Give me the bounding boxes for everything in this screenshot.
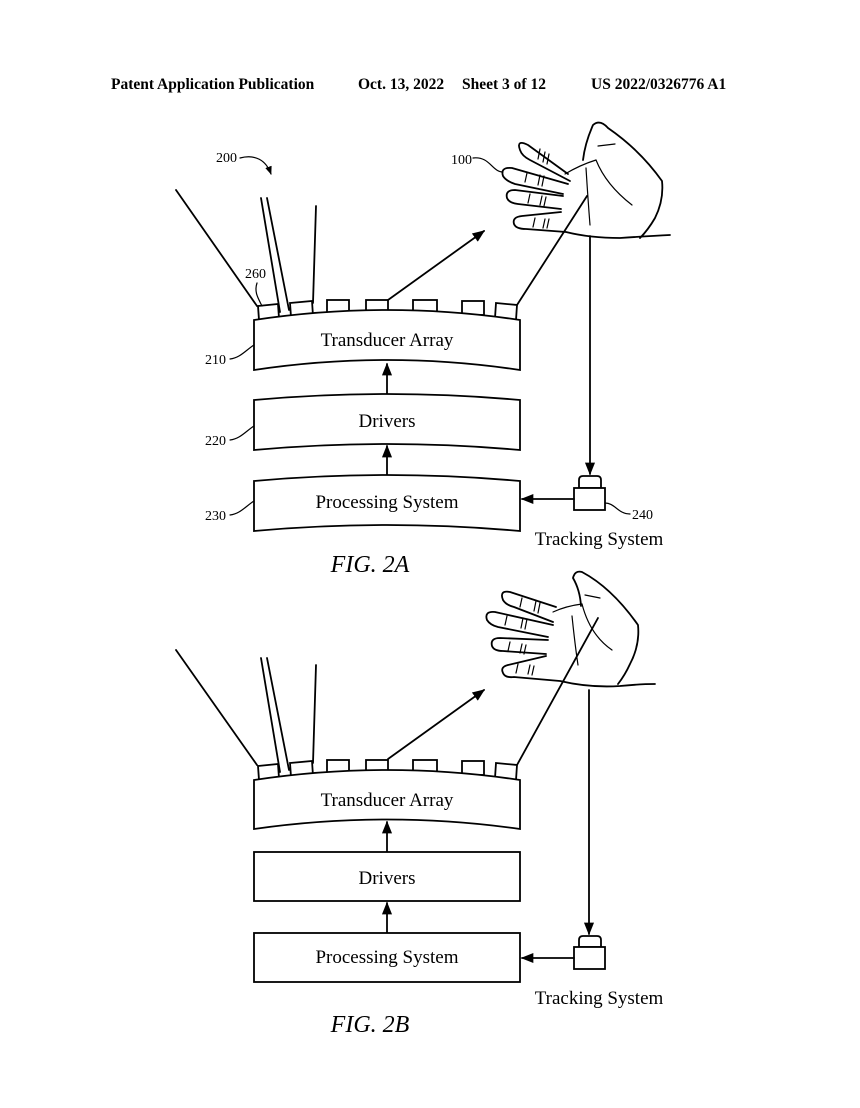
tracking-system-camera-icon — [573, 475, 606, 511]
ref-230-label: 230 — [205, 509, 226, 524]
publication-date: Oct. 13, 2022 — [358, 76, 445, 93]
transducer-array-label: Transducer Array — [321, 790, 454, 811]
ref-240-leader — [604, 502, 631, 515]
beam-arrow — [387, 230, 486, 301]
processing-system-block — [253, 932, 521, 983]
transducer-array-label: Transducer Array — [321, 330, 454, 351]
figure-2a: 200 260 Transducer Array 210 — [175, 121, 671, 578]
beam-line — [266, 197, 290, 311]
tracking-system-camera-icon — [573, 935, 606, 970]
beam-line — [175, 649, 258, 766]
ref-100-label: 100 — [451, 153, 472, 168]
transducer-array-block — [253, 309, 521, 372]
figure-2a-caption: FIG. 2A — [330, 552, 410, 578]
ultrasound-beams — [175, 189, 588, 313]
beam-line — [260, 657, 281, 773]
ref-210-label: 210 — [205, 353, 226, 368]
beam-line-to-hand — [516, 617, 599, 766]
ref-200-arrow — [239, 156, 272, 175]
ref-210-leader — [229, 344, 255, 360]
beam-line — [175, 189, 258, 307]
publication-number: US 2022/0326776 A1 — [591, 76, 727, 93]
processing-system-block — [253, 474, 521, 532]
ref-230-leader — [229, 500, 255, 516]
beam-arrow — [387, 689, 486, 760]
ref-220-label: 220 — [205, 434, 226, 449]
drivers-block — [253, 393, 521, 451]
ref-260-leader — [255, 282, 263, 307]
beam-line — [312, 664, 317, 764]
beam-line — [266, 657, 290, 771]
figure-2b: Transducer Array Drivers Processing Syst… — [175, 570, 664, 1038]
figure-2b-caption: FIG. 2B — [330, 1012, 410, 1038]
ref-260-label: 260 — [245, 267, 266, 282]
sheet-number: Sheet 3 of 12 — [462, 76, 546, 93]
ref-240-label: 240 — [632, 508, 653, 523]
ultrasound-beams — [175, 617, 599, 773]
beam-line — [312, 205, 317, 304]
hand-icon — [501, 121, 671, 239]
processing-system-label: Processing System — [315, 492, 458, 513]
ref-200-label: 200 — [216, 151, 237, 166]
page-header: Patent Application Publication Oct. 13, … — [111, 76, 751, 98]
tracking-system-label: Tracking System — [535, 988, 664, 1009]
drivers-label: Drivers — [359, 411, 416, 432]
publication-type: Patent Application Publication — [111, 76, 315, 93]
drivers-block — [253, 851, 521, 902]
beam-line — [260, 197, 281, 313]
ref-100-leader — [472, 157, 504, 173]
ref-220-leader — [229, 425, 255, 441]
beam-line-to-hand — [516, 195, 588, 306]
transducer-array-block — [253, 769, 521, 831]
drivers-label: Drivers — [359, 868, 416, 889]
hand-icon — [485, 570, 656, 688]
processing-system-label: Processing System — [315, 947, 458, 968]
tracking-system-label: Tracking System — [535, 529, 664, 550]
